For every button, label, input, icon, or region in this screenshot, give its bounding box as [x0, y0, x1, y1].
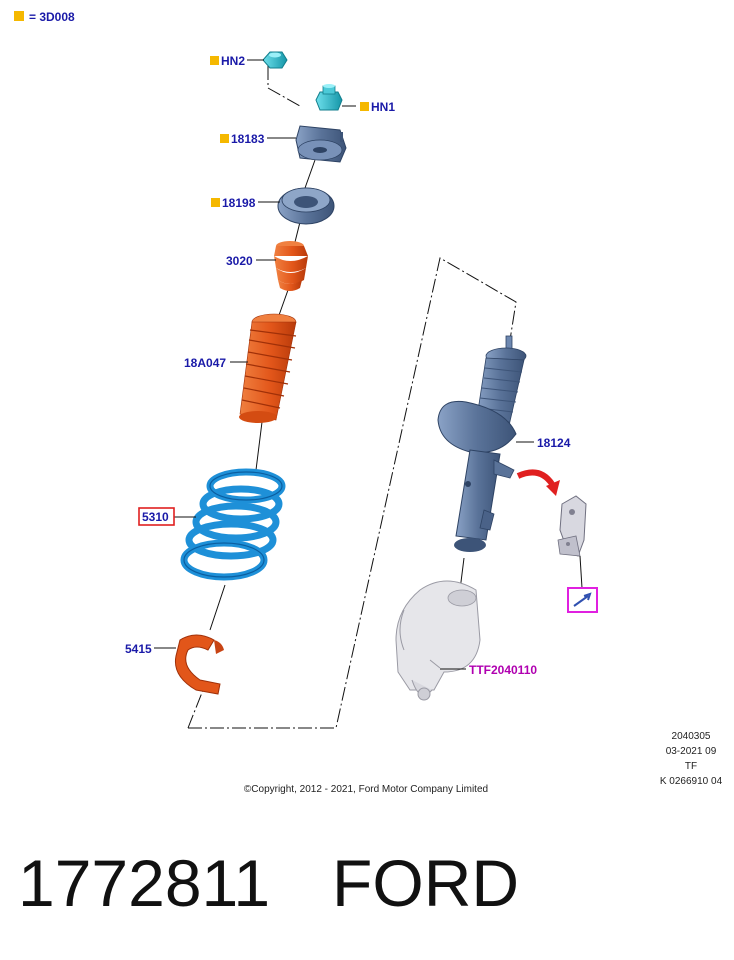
label-5310[interactable]: 5310 — [142, 510, 169, 524]
nut-hn1 — [315, 84, 343, 111]
coil-spring-5310 — [180, 468, 286, 581]
part-footer: 1772811 FORD — [18, 838, 718, 928]
bracket-leader — [579, 555, 583, 589]
metadata-block: 2040305 03-2021 09 TF K 0266910 04 — [660, 731, 723, 787]
top-mount-18183 — [295, 125, 347, 163]
label-ttf2040110[interactable]: TTF2040110 — [469, 663, 537, 677]
label-18183[interactable]: 18183 — [231, 132, 265, 146]
bracket-icon — [573, 592, 592, 607]
meta-line-2: 03-2021 09 — [666, 746, 717, 757]
axis-line-top — [267, 66, 301, 107]
label-hn1[interactable]: HN1 — [371, 100, 395, 114]
nut-hn2 — [262, 51, 288, 69]
legend: = 3D008 — [14, 10, 75, 24]
bump-stop-3020 — [274, 241, 308, 291]
bearing-18198 — [277, 187, 335, 225]
marker-18183 — [220, 134, 229, 143]
label-18a047[interactable]: 18A047 — [184, 356, 226, 370]
meta-line-1: 2040305 — [672, 731, 711, 742]
brand-name: FORD — [332, 846, 520, 920]
marker-hn1 — [360, 102, 369, 111]
copyright-text: ©Copyright, 2012 - 2021, Ford Motor Comp… — [244, 784, 488, 795]
red-highlight-box — [138, 507, 175, 526]
label-5415[interactable]: 5415 — [125, 642, 152, 656]
magenta-highlight-box — [567, 587, 598, 613]
part-number: 1772811 — [18, 846, 271, 920]
axis-line-center — [209, 159, 316, 631]
frame-line-left — [187, 689, 204, 729]
frame-line — [188, 257, 517, 729]
bracket-part — [557, 495, 587, 557]
label-3020[interactable]: 3020 — [226, 254, 253, 268]
label-hn2[interactable]: HN2 — [221, 54, 245, 68]
dust-boot-18a047 — [239, 313, 297, 423]
steering-knuckle — [395, 580, 481, 701]
label-18198[interactable]: 18198 — [222, 196, 256, 210]
spring-seat-5415 — [174, 634, 224, 695]
label-18124[interactable]: 18124 — [537, 436, 571, 450]
exploded-diagram: = 3D008 — [14, 10, 723, 795]
red-arrow — [516, 469, 555, 486]
strut-18124 — [437, 335, 527, 552]
marker-18198 — [211, 198, 220, 207]
meta-line-3: TF — [685, 761, 697, 772]
legend-text: = 3D008 — [29, 10, 75, 24]
legend-swatch — [14, 11, 24, 21]
marker-hn2 — [210, 56, 219, 65]
meta-line-4: K 0266910 04 — [660, 776, 723, 787]
